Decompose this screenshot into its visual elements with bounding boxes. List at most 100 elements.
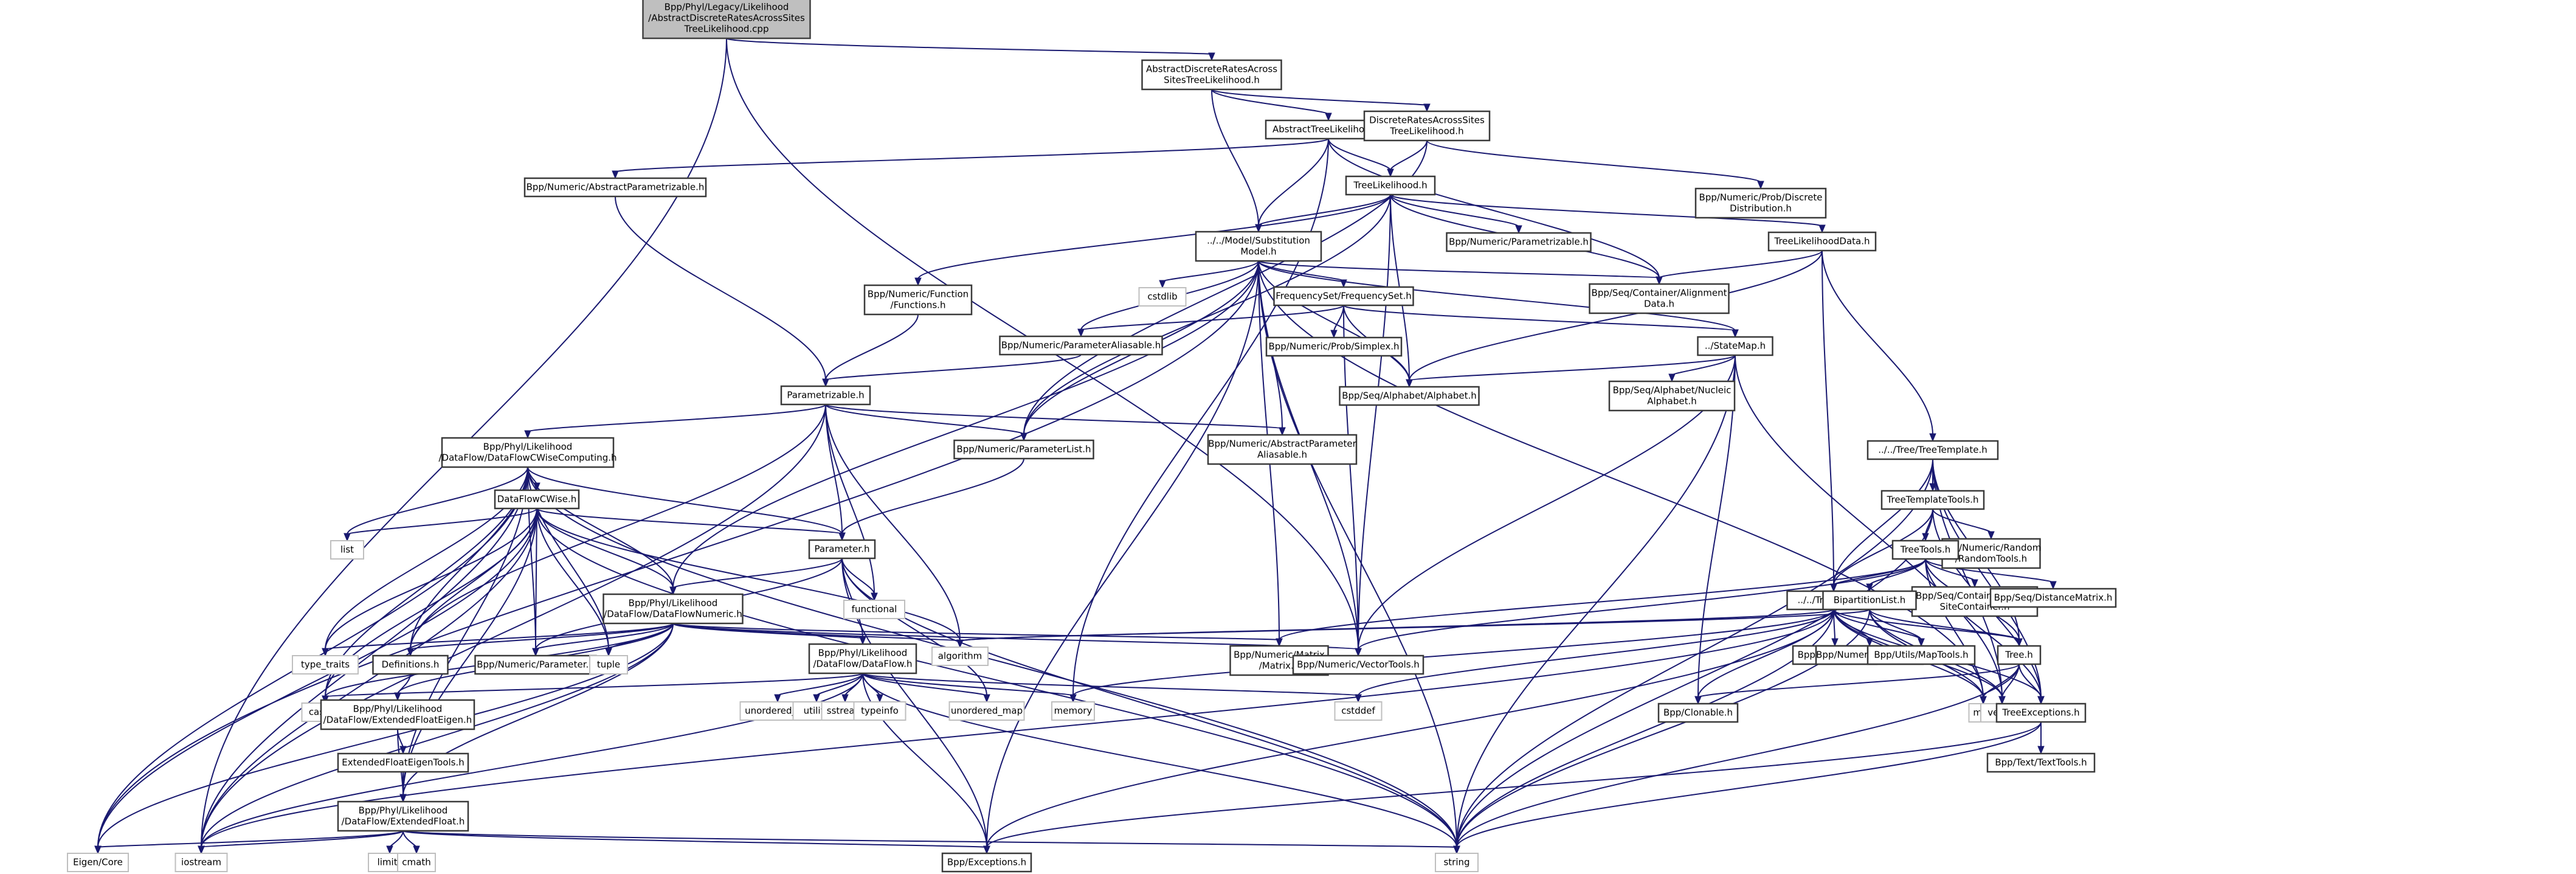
edge-ttt-to-randomtools	[1932, 508, 1992, 533]
node-paramlist[interactable]: Bpp/Numeric/ParameterList.h	[953, 439, 1094, 460]
node-bipart[interactable]: BipartitionList.h	[1822, 590, 1917, 611]
node-tl[interactable]: TreeLikelihood.h	[1345, 175, 1436, 196]
node-exceptions[interactable]: Bpp/Exceptions.h	[941, 852, 1032, 873]
edge-node-to-cstddef	[1358, 609, 1834, 696]
node-label: Bpp/Numeric/VectorTools.h	[1297, 659, 1420, 670]
node-label: Bpp/Numeric/Random	[1941, 543, 2042, 553]
node-absparam[interactable]: Bpp/Numeric/AbstractParametrizable.h	[523, 177, 707, 198]
node-maptools[interactable]: Bpp/Utils/MapTools.h	[1866, 645, 1976, 665]
node-root[interactable]: Bpp/Phyl/Legacy/Likelihood/AbstractDiscr…	[642, 0, 811, 40]
node-box	[1866, 440, 1999, 460]
node-box	[863, 284, 973, 316]
node-box	[1435, 853, 1479, 872]
node-label: Bpp/Phyl/Likelihood	[629, 598, 718, 609]
node-alphabet[interactable]: Bpp/Seq/Alphabet/Alphabet.h	[1339, 386, 1480, 406]
edge-bipart-to-tree	[1869, 609, 2020, 640]
edge-dfcwise-to-dfnumeric	[536, 508, 674, 589]
edge-treetools-to-treeexc	[1925, 558, 2042, 698]
node-box	[337, 800, 469, 832]
node-label: Bpp/Numeric/ParameterList.h	[956, 444, 1091, 455]
node-dfcwise[interactable]: DataFlowCWise.h	[494, 489, 580, 510]
node-label: Eigen/Core	[73, 857, 123, 868]
node-functions[interactable]: Bpp/Numeric/Function/Functions.h	[863, 284, 973, 316]
edge-parametrizable-to-absparamalias	[825, 404, 1283, 429]
edge-submodel-to-freqset	[1258, 260, 1344, 282]
node-dataflow[interactable]: Bpp/Phyl/Likelihood/DataFlow/DataFlow.h	[808, 643, 917, 675]
node-tree[interactable]: Tree.h	[1997, 645, 2042, 665]
node-efeigen[interactable]: Bpp/Phyl/Likelihood/DataFlow/ExtendedFlo…	[320, 699, 475, 730]
arrowhead-freqset-to-statemap	[1732, 329, 1739, 338]
node-box	[589, 655, 628, 675]
node-box	[808, 643, 917, 675]
node-statemap[interactable]: ../StateMap.h	[1697, 336, 1773, 356]
node-vectortools[interactable]: Bpp/Numeric/VectorTools.h	[1292, 654, 1424, 675]
node-definitions[interactable]: Definitions.h	[372, 654, 449, 675]
node-ttt[interactable]: TreeTemplateTools.h	[1880, 490, 1985, 510]
node-tldata[interactable]: TreeLikelihoodData.h	[1767, 231, 1877, 252]
node-box	[1657, 702, 1739, 723]
arrowhead-dataflow-to-typeinfo	[876, 694, 883, 703]
node-label: ../StateMap.h	[1705, 341, 1766, 352]
edge-extfloat-to-cmath	[402, 830, 417, 848]
edge-tl-to-functions	[917, 194, 1391, 280]
edge-dfcwise-to-parameter	[536, 508, 843, 535]
node-box	[1822, 590, 1917, 611]
node-clonable[interactable]: Bpp/Clonable.h	[1657, 702, 1739, 723]
edge-freqset-to-paramalias	[1080, 305, 1344, 331]
arrowhead-dfcwise-to-list	[344, 533, 351, 542]
edge-absparam-to-parametrizable	[615, 196, 826, 381]
node-texttools[interactable]: Bpp/Text/TextTools.h	[1986, 752, 2096, 773]
node-parameter[interactable]: Parameter.h	[808, 539, 876, 560]
node-box	[1880, 490, 1985, 510]
node-box	[1995, 702, 2087, 723]
edge-submodel-to-cstdlib	[1162, 260, 1259, 282]
node-simplex[interactable]: Bpp/Numeric/Prob/Simplex.h	[1265, 336, 1403, 357]
node-label: Bpp/Numeric/AbstractParametrizable.h	[527, 182, 705, 193]
node-parametrizable[interactable]: Parametrizable.h	[780, 385, 871, 406]
node-adrasth[interactable]: AbstractDiscreteRatesAcrossSitesTreeLike…	[1141, 59, 1282, 91]
node-label: Bpp/Numeric/Parametrizable.h	[1449, 237, 1589, 248]
node-label: /AbstractDiscreteRatesAcrossSites	[648, 13, 805, 24]
node-box	[1138, 287, 1187, 307]
node-box	[1589, 283, 1730, 314]
arrowhead-treeexc-to-texttools	[2037, 746, 2045, 755]
node-freqset[interactable]: FrequencySet/FrequencySet.h	[1273, 286, 1414, 307]
node-paramalias[interactable]: Bpp/Numeric/ParameterAliasable.h	[999, 335, 1163, 356]
node-efeigentools[interactable]: ExtendedFloatEigenTools.h	[337, 752, 469, 773]
node-label: Bpp/Numeric/Prob/Simplex.h	[1268, 341, 1399, 352]
arrowhead-drasth-to-discdist	[1757, 181, 1764, 190]
arrowhead-definitions-to-efeigen	[394, 692, 401, 701]
node-dfcwc[interactable]: Bpp/Phyl/Likelihood/DataFlow/DataFlowCWi…	[438, 437, 617, 468]
node-tuple: tuple	[589, 655, 628, 675]
arrowhead-treetools-to-vectortools	[1355, 648, 1362, 657]
node-treetemplate[interactable]: ../../Tree/TreeTemplate.h	[1866, 440, 1999, 460]
edge-bipart-to-algorithm	[959, 609, 1870, 642]
arrowhead-bipart-to-algorithm	[956, 639, 964, 648]
node-box	[1345, 175, 1436, 196]
node-box	[1141, 59, 1282, 91]
node-box	[948, 701, 1025, 721]
node-label: ../../Model/Substitution	[1207, 235, 1310, 246]
edge-tl-to-tldata	[1390, 194, 1823, 227]
node-box	[1697, 336, 1773, 356]
node-distmatrix[interactable]: Bpp/Seq/DistanceMatrix.h	[1989, 588, 2117, 608]
node-numparameter[interactable]: Bpp/Numeric/Parameter.h	[474, 654, 597, 675]
arrowhead-node-to-iostream	[198, 845, 205, 855]
edge-dataflow-to-memory	[862, 673, 1074, 696]
node-numparam[interactable]: Bpp/Numeric/Parametrizable.h	[1446, 232, 1592, 252]
node-label: limits	[378, 857, 402, 868]
node-label: TreeLikelihoodData.h	[1774, 236, 1870, 247]
node-dfnumeric[interactable]: Bpp/Phyl/Likelihood/DataFlow/DataFlowNum…	[603, 593, 744, 625]
node-treetools[interactable]: TreeTools.h	[1891, 539, 1960, 560]
node-extfloat[interactable]: Bpp/Phyl/Likelihood/DataFlow/ExtendedFlo…	[337, 800, 469, 832]
node-treeexc[interactable]: TreeExceptions.h	[1995, 702, 2087, 723]
edge-statemap-to-string	[1456, 355, 1736, 848]
node-randomtools[interactable]: Bpp/Numeric/Random/RandomTools.h	[1941, 538, 2042, 569]
